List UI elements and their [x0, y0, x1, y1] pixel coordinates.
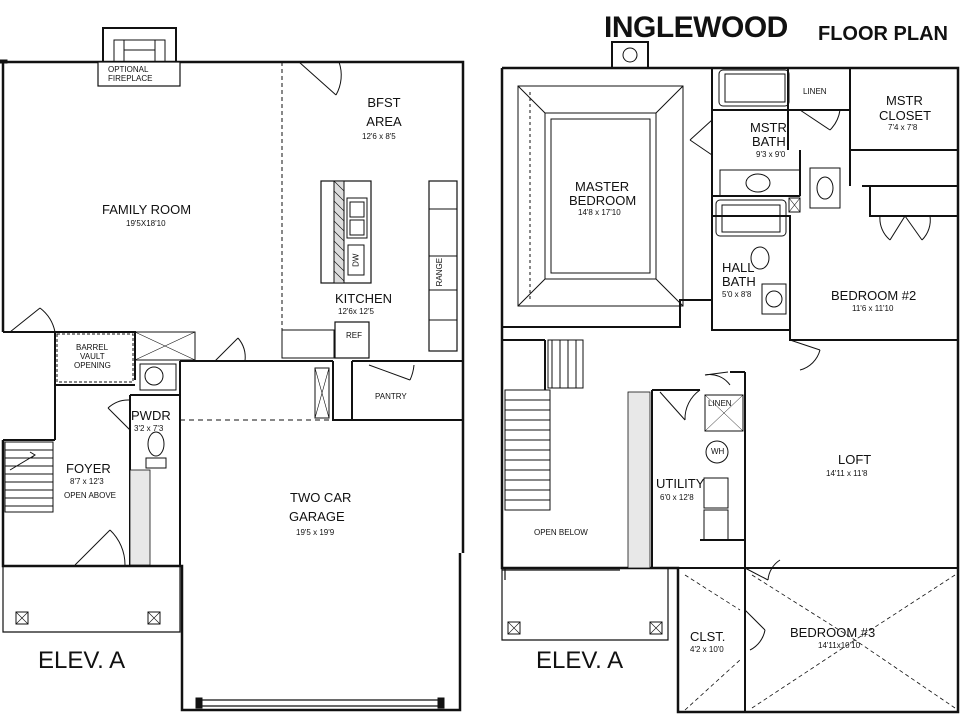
pwdr-fixtures	[139, 363, 177, 469]
hall-bath-label-2: BATH	[722, 274, 756, 289]
kitchen-counter	[281, 329, 335, 359]
bedroom3-label: BEDROOM #3	[790, 625, 876, 640]
kitchen-label: KITCHEN	[335, 291, 393, 306]
second-floor-outer-wall	[500, 66, 960, 714]
bfst-area-label-2: AREA	[366, 114, 402, 129]
fireplace	[97, 27, 181, 87]
pwdr-label: PWDR	[131, 408, 171, 423]
mstr-closet-label-2: CLOSET	[879, 108, 932, 123]
front-porch	[2, 566, 181, 633]
mstr-bath-fixtures	[719, 167, 841, 213]
pantry-label: PANTRY	[375, 392, 407, 401]
bedroom2-label: BEDROOM #2	[831, 288, 917, 303]
foyer-open-above: OPEN ABOVE	[64, 491, 117, 500]
foyer-walls	[3, 331, 136, 441]
first-floor-elevation-label: ELEV. A	[38, 647, 126, 674]
garage-label-2: GARAGE	[289, 509, 345, 524]
utility-label: UTILITY	[656, 476, 705, 491]
garage-dims: 19'5 x 19'9	[296, 528, 335, 537]
garage-door	[200, 699, 440, 707]
second-floor-plan	[500, 41, 960, 714]
barrel-vault-label-3: OPENING	[74, 361, 111, 370]
master-bedroom-label-2: BEDROOM	[569, 193, 637, 208]
bedroom3-dims: 14'11x10'10	[818, 641, 861, 650]
bedroom2-dims: 11'6 x 11'10	[852, 304, 894, 313]
mstr-bath-label-2: BATH	[752, 134, 786, 149]
linen-mid-label: LINEN	[708, 399, 732, 408]
barrel-vault-opening	[56, 333, 134, 383]
bfst-area-label-1: BFST	[367, 95, 401, 110]
plan-title: INGLEWOOD	[604, 11, 788, 44]
first-floor-plan	[0, 27, 465, 712]
ref-label: REF	[346, 331, 362, 340]
loft-label: LOFT	[838, 452, 872, 467]
fireplace-label-1: OPTIONAL	[108, 65, 149, 74]
dw-label: DW	[351, 253, 361, 267]
kitchen-island	[320, 180, 372, 284]
range-label: RANGE	[435, 257, 445, 287]
kitchen-dims: 12'6x 12'5	[338, 307, 374, 316]
foyer-stairs	[4, 441, 54, 513]
barrel-vault-label-1: BARREL	[76, 343, 109, 352]
foyer-label: FOYER	[66, 461, 111, 476]
mstr-bath-label-1: MSTR	[750, 120, 787, 135]
garage-label-1: TWO CAR	[290, 490, 352, 505]
second-floor-elevation-label: ELEV. A	[536, 647, 624, 674]
fireplace-label-2: FIREPLACE	[108, 74, 153, 83]
back-porch	[501, 568, 669, 641]
barrel-vault-label-2: VAULT	[80, 352, 105, 361]
wh-niche	[314, 367, 330, 419]
fridge	[334, 321, 370, 359]
utility-dims: 6'0 x 12'8	[660, 493, 694, 502]
mstr-tub	[718, 69, 790, 107]
linen-top-label: LINEN	[803, 87, 827, 96]
interior-walls	[179, 360, 463, 566]
bfst-door	[298, 61, 337, 96]
family-room-dims: 19'5X18'10	[126, 219, 166, 228]
mstr-bath-dims: 9'3 x 9'0	[756, 150, 786, 159]
master-bedroom-label-1: MASTER	[575, 179, 630, 194]
second-floor-stairs	[502, 339, 651, 569]
pantry-walls	[351, 360, 463, 420]
clst-label: CLST.	[690, 629, 726, 644]
foyer-dims: 8'7 x 12'3	[70, 477, 104, 486]
mstr-closet-dims: 7'4 x 7'8	[888, 123, 918, 132]
open-below-label: OPEN BELOW	[534, 528, 588, 537]
loft-dims: 14'11 x 11'8	[826, 469, 868, 478]
hall-bath-dims: 5'0 x 8'8	[722, 290, 752, 299]
plan-subtitle: FLOOR PLAN	[818, 23, 948, 45]
utility-linen-walls	[651, 371, 746, 568]
master-bedroom-dims: 14'8 x 17'10	[578, 208, 621, 217]
wh-label: WH	[711, 447, 725, 456]
pwdr-dims: 3'2 x 7'3	[134, 424, 164, 433]
bfst-area-dims: 12'6 x 8'5	[362, 132, 396, 141]
mstr-closet-label-1: MSTR	[886, 93, 923, 108]
hall-bath-label-1: HALL	[722, 260, 755, 275]
family-room-label: FAMILY ROOM	[102, 202, 192, 217]
clst-dims: 4'2 x 10'0	[690, 645, 724, 654]
range-counter	[428, 180, 458, 352]
